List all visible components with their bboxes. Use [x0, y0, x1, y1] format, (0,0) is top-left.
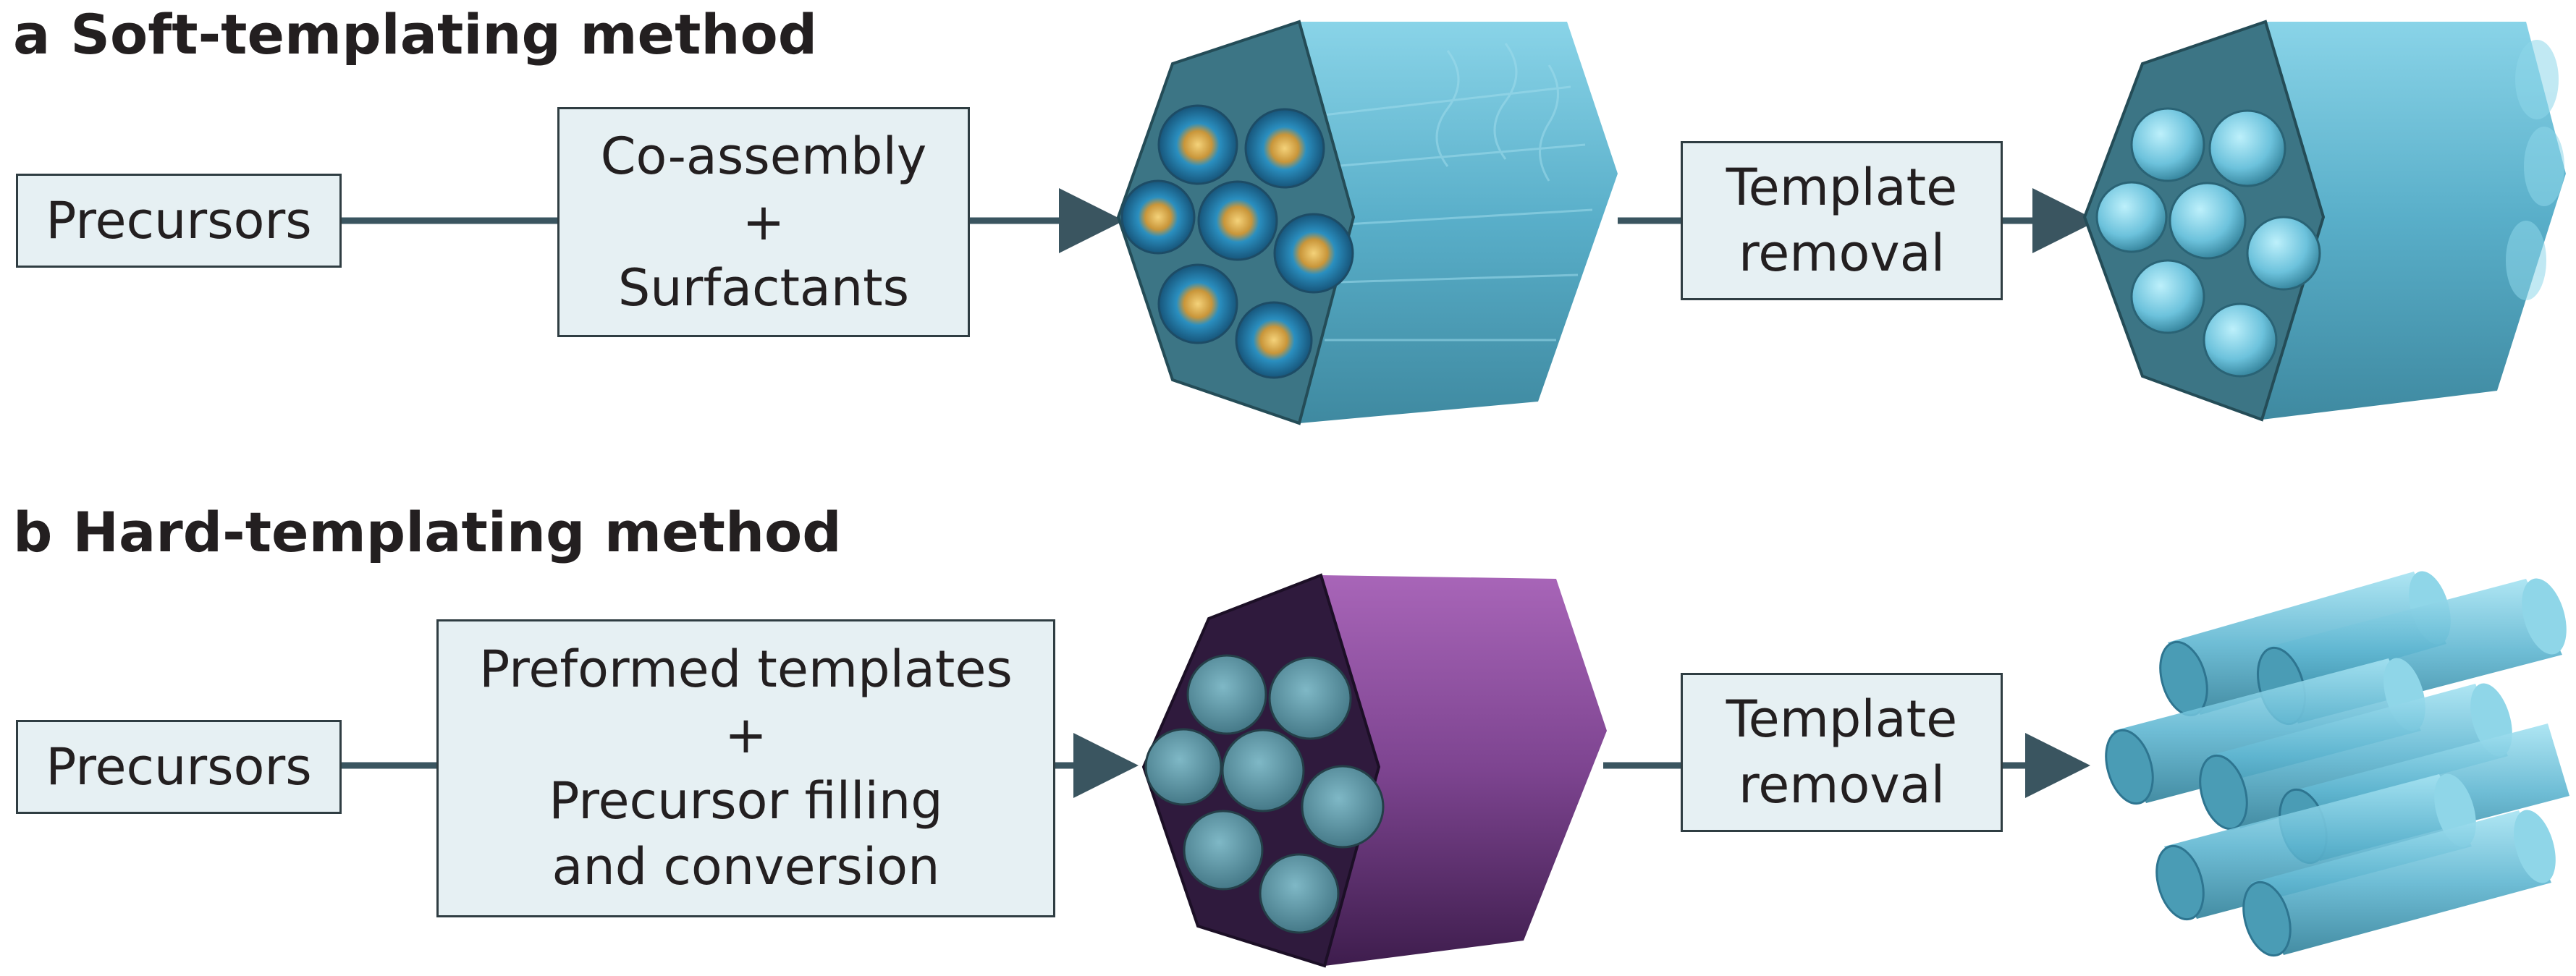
panel-b-precursors-box: Precursors — [16, 720, 342, 814]
panel-a-title-text: Soft-templating method — [70, 2, 818, 67]
panel-a-mesoporous-prism — [2082, 20, 2566, 422]
panel-b-step2-line2: removal — [1738, 755, 1946, 815]
panel-b-nanorod-array — [2105, 571, 2569, 957]
panel-a-step1-line1: Co-assembly — [600, 126, 927, 186]
panel-a-micelle-prism — [1116, 20, 1618, 425]
panel-b-hard-template-prism — [1141, 573, 1607, 968]
panel-b-letter: b — [13, 500, 53, 564]
panel-a-step1-line2: + — [742, 192, 785, 252]
panel-a-letter: a — [13, 2, 51, 67]
panel-b-step2-line1: Template — [1726, 689, 1958, 749]
panel-b-precursors-label: Precursors — [46, 737, 312, 797]
panel-a-step2-line2: removal — [1738, 224, 1946, 283]
panel-b-step1-line1: Preformed templates — [479, 640, 1013, 699]
template-filled-channels — [1144, 654, 1385, 934]
surfactant-micelles — [1120, 104, 1354, 379]
panel-a-step1-line3: Surfactants — [617, 258, 910, 318]
panel-a-step2-line1: Template — [1726, 158, 1958, 217]
panel-a-precursors-label: Precursors — [46, 190, 312, 250]
panel-a-template-removal-box: Template removal — [1681, 141, 2003, 300]
panel-b-title-text: Hard-templating method — [72, 500, 842, 564]
empty-pores — [2095, 107, 2321, 378]
panel-b-preformed-templates-box: Preformed templates + Precursor filling … — [436, 619, 1055, 917]
panel-b-step1-line4: and conversion — [552, 837, 940, 896]
nanorod-middle-left — [2105, 658, 2425, 805]
panel-b-template-removal-box: Template removal — [1681, 673, 2003, 832]
panel-b-step1-line3: Precursor filling — [549, 771, 943, 831]
nanorod-front-right — [2242, 810, 2556, 957]
panel-a-coassembly-box: Co-assembly + Surfactants — [557, 107, 970, 337]
panel-b-step1-line2: + — [725, 705, 767, 765]
panel-a-precursors-box: Precursors — [16, 174, 342, 268]
